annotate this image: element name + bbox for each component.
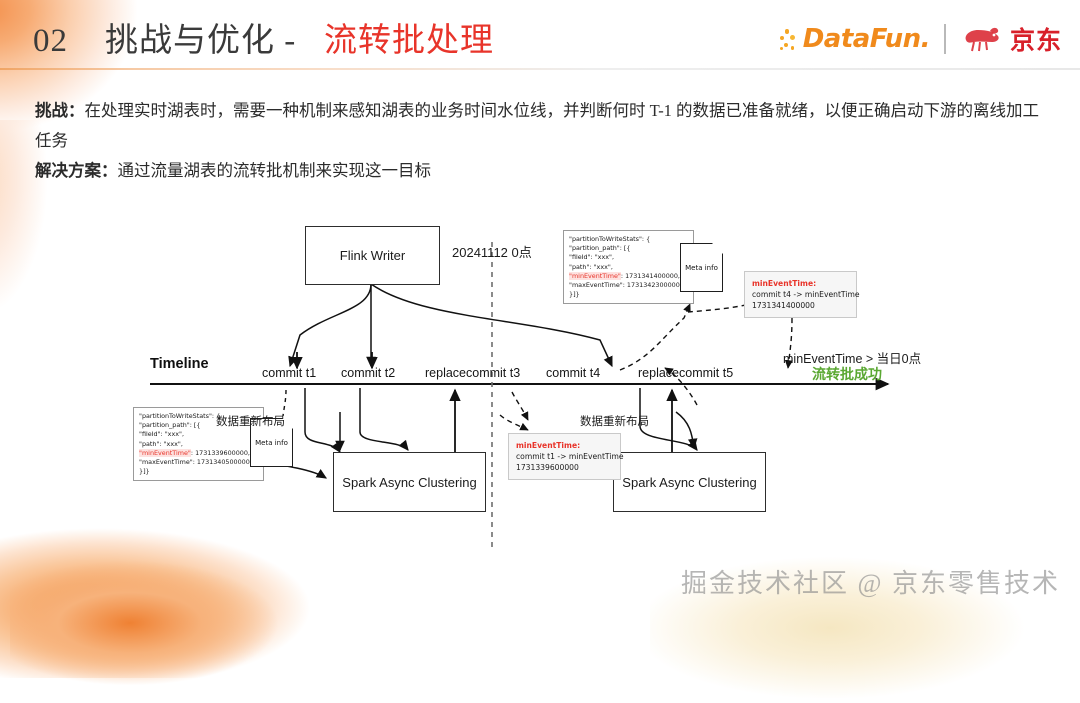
logo-divider bbox=[943, 24, 946, 54]
success-condition-label: minEventTime > 当日0点 bbox=[783, 352, 922, 366]
datafun-logo: DataFun. bbox=[779, 22, 931, 56]
success-status-label: 流转批成功 bbox=[812, 368, 882, 383]
json-callout-bottom: "partitionToWriteStats": { "partition_pa… bbox=[133, 407, 264, 482]
datafun-sparkle-icon bbox=[779, 26, 802, 52]
meta-info-label-top: Meta info bbox=[685, 263, 718, 272]
logo-group: DataFun. 京东 bbox=[779, 20, 1062, 58]
page-title: 02 挑战与优化 - 流转批处理 bbox=[33, 13, 494, 61]
solution-label: 解决方案： bbox=[35, 161, 118, 180]
json-callout-top: "partitionToWriteStats": { "partition_pa… bbox=[563, 230, 694, 305]
page-fold-icon bbox=[712, 243, 723, 254]
watermark: 掘金技术社区 @ 京东零售技术 bbox=[681, 569, 1060, 598]
json-top-minEventTime-value: : 1731341400000, bbox=[620, 271, 680, 280]
tick-label-commit-t4: commit t4 bbox=[546, 366, 601, 380]
flink-writer-node[interactable]: Flink Writer bbox=[305, 226, 440, 285]
note-right-line-2: 1731341400000 bbox=[752, 301, 815, 310]
note-right-title: minEventTime: bbox=[752, 279, 817, 288]
architecture-diagram: Flink Writer Spark Async Clustering Spar… bbox=[0, 200, 1080, 560]
json-top-minEventTime-key: "minEventTime" bbox=[569, 271, 621, 280]
tick-label-commit-t1: commit t1 bbox=[262, 366, 317, 380]
json-top-line-1: "partitionToWriteStats": { bbox=[569, 235, 651, 243]
header-divider bbox=[0, 68, 1080, 70]
note-middle-line-1: commit t1 -> minEventTime bbox=[516, 452, 624, 461]
jd-logo-text: 京东 bbox=[1009, 26, 1062, 55]
title-highlight: 流转批处理 bbox=[324, 23, 494, 59]
min-event-time-note-middle: minEventTime: commit t1 -> minEventTime … bbox=[508, 433, 624, 480]
page-fold-icon bbox=[282, 418, 293, 429]
meta-info-card-top: Meta info bbox=[680, 243, 723, 292]
relayout-label-right: 数据重新布局 bbox=[580, 416, 649, 428]
solution-text: 通过流量湖表的流转批机制来实现这一目标 bbox=[117, 161, 432, 180]
json-top-line-6: "maxEventTime": 1731342300000, bbox=[569, 281, 682, 290]
spark-clustering-node-1[interactable]: Spark Async Clustering bbox=[333, 452, 486, 512]
spark-clustering-node-2[interactable]: Spark Async Clustering bbox=[613, 452, 766, 512]
json-top-line-5: "minEventTime": 1731341400000, bbox=[569, 271, 688, 281]
diagram-connectors bbox=[150, 242, 890, 552]
min-event-time-note-right: minEventTime: commit t4 -> minEventTime … bbox=[744, 271, 860, 318]
timeline-title: Timeline bbox=[150, 356, 209, 372]
challenge-text: 在处理实时湖表时，需要一种机制来感知湖表的业务时间水位线，并判断何时 T-1 的… bbox=[35, 101, 1040, 150]
note-middle-title: minEventTime: bbox=[516, 441, 581, 450]
relayout-label-left: 数据重新布局 bbox=[216, 416, 285, 428]
json-top-line-7: }]} bbox=[569, 290, 580, 299]
jd-logo: 京东 bbox=[960, 21, 1062, 57]
jd-dog-icon bbox=[965, 27, 999, 52]
meta-info-label-bottom: Meta info bbox=[255, 438, 288, 447]
tick-label-replacecommit-t3: replacecommit t3 bbox=[425, 366, 521, 380]
datafun-logo-text: DataFun. bbox=[802, 24, 931, 54]
meta-info-card-bottom: Meta info bbox=[250, 418, 293, 467]
title-main: 挑战与优化 - bbox=[105, 23, 297, 59]
challenge-label: 挑战： bbox=[35, 101, 85, 120]
json-bottom-minEventTime-key: "minEventTime" bbox=[139, 448, 191, 457]
json-bottom-line-3: "fileId": "xxx", bbox=[139, 430, 184, 439]
note-middle-line-2: 1731339600000 bbox=[516, 463, 579, 472]
midnight-timestamp-label: 20241112 0点 bbox=[452, 245, 532, 260]
json-bottom-line-6: "maxEventTime": 1731340500000, bbox=[139, 458, 252, 467]
json-top-line-2: "partition_path": [{ bbox=[569, 244, 631, 253]
note-right-line-1: commit t4 -> minEventTime bbox=[752, 290, 860, 299]
json-bottom-line-5: "minEventTime": 1731339600000, bbox=[139, 448, 258, 458]
json-bottom-line-4: "path": "xxx", bbox=[139, 439, 183, 448]
json-bottom-minEventTime-value: : 1731339600000, bbox=[190, 448, 250, 457]
json-bottom-line-1: "partitionToWriteStats": { bbox=[139, 412, 221, 420]
section-number: 02 bbox=[33, 23, 68, 59]
json-bottom-line-7: }]} bbox=[139, 467, 150, 476]
json-bottom-line-2: "partition_path": [{ bbox=[139, 421, 201, 430]
challenge-paragraph: 挑战：在处理实时湖表时，需要一种机制来感知湖表的业务时间水位线，并判断何时 T-… bbox=[35, 96, 1045, 156]
json-top-line-4: "path": "xxx", bbox=[569, 262, 613, 271]
solution-paragraph: 解决方案：通过流量湖表的流转批机制来实现这一目标 bbox=[35, 156, 1045, 186]
tick-label-commit-t2: commit t2 bbox=[341, 366, 396, 380]
json-top-line-3: "fileId": "xxx", bbox=[569, 253, 614, 262]
tick-label-replacecommit-t5: replacecommit t5 bbox=[638, 366, 734, 380]
slide-header: 02 挑战与优化 - 流转批处理 DataFun. bbox=[0, 0, 1080, 74]
